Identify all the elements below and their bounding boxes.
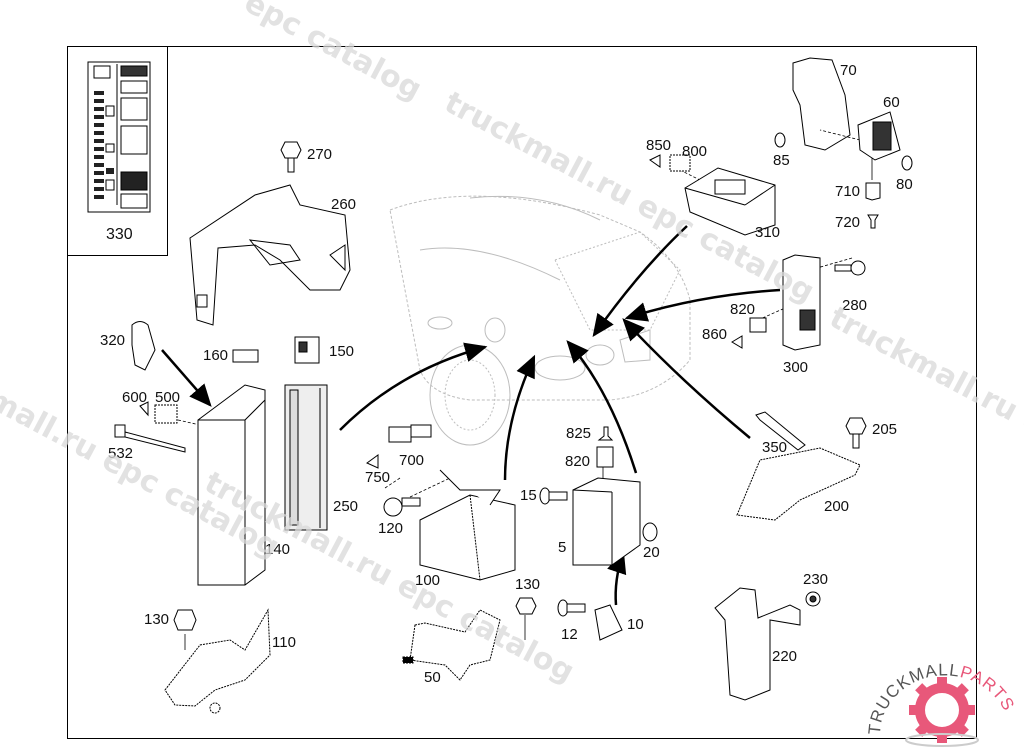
label-750: 750 bbox=[365, 469, 391, 486]
part-700-750-connector bbox=[366, 424, 432, 469]
part-250-strip bbox=[284, 384, 328, 531]
label-12: 12 bbox=[561, 626, 578, 643]
label-850: 850 bbox=[646, 137, 672, 154]
assembly-arrows bbox=[161, 225, 781, 606]
label-260: 260 bbox=[331, 196, 357, 213]
label-10: 10 bbox=[627, 616, 644, 633]
part-270-bolt bbox=[280, 141, 302, 173]
label-220: 220 bbox=[772, 648, 798, 665]
label-110: 110 bbox=[272, 634, 296, 651]
label-60: 60 bbox=[883, 94, 900, 111]
label-860: 860 bbox=[702, 326, 728, 343]
part-820-825-connector bbox=[596, 426, 614, 468]
label-sheet-330 bbox=[87, 61, 151, 213]
label-600: 600 bbox=[122, 389, 148, 406]
svg-text:TRUCKMALLPARTS: TRUCKMALLPARTS bbox=[865, 660, 1019, 735]
part-80-nut bbox=[901, 155, 913, 171]
part-800-850-connector bbox=[649, 154, 691, 172]
label-80: 80 bbox=[896, 176, 913, 193]
part-15-bolt bbox=[539, 487, 568, 505]
label-70: 70 bbox=[840, 62, 857, 79]
part-120-bolt bbox=[383, 497, 421, 517]
label-720: 720 bbox=[835, 214, 861, 231]
part-820-860-connector bbox=[731, 317, 767, 349]
label-330: 330 bbox=[106, 226, 133, 243]
label-350: 350 bbox=[762, 439, 788, 456]
part-350-bracket bbox=[755, 411, 806, 451]
part-200-bracket bbox=[736, 447, 861, 521]
label-820a: 820 bbox=[565, 453, 591, 470]
label-710: 710 bbox=[835, 183, 861, 200]
part-85-nut bbox=[774, 132, 786, 148]
label-100: 100 bbox=[415, 572, 441, 589]
part-110-bracket bbox=[164, 608, 271, 714]
part-20-nut bbox=[642, 522, 658, 542]
label-280: 280 bbox=[842, 297, 868, 314]
label-230: 230 bbox=[803, 571, 829, 588]
part-280-bolt bbox=[834, 260, 866, 276]
label-20: 20 bbox=[643, 544, 660, 561]
label-140: 140 bbox=[265, 541, 291, 558]
part-140-fuse-box bbox=[197, 384, 266, 586]
label-800: 800 bbox=[682, 143, 708, 160]
label-270: 270 bbox=[307, 146, 333, 163]
label-700: 700 bbox=[399, 452, 425, 469]
inset-frame-330 bbox=[67, 46, 168, 256]
part-205-bolt bbox=[845, 417, 867, 449]
label-300: 300 bbox=[783, 359, 809, 376]
part-160-fuse bbox=[232, 349, 259, 363]
label-825: 825 bbox=[566, 425, 592, 442]
part-310-control-unit bbox=[684, 167, 776, 236]
part-70-bracket bbox=[792, 57, 851, 151]
vehicle-outline bbox=[389, 195, 691, 446]
part-600-500-connector bbox=[139, 401, 178, 424]
part-220-bracket bbox=[714, 587, 801, 701]
label-130b: 130 bbox=[515, 576, 541, 593]
part-12-bolt bbox=[557, 599, 586, 617]
label-200: 200 bbox=[824, 498, 850, 515]
label-50: 50 bbox=[424, 669, 441, 686]
part-130-nut-left bbox=[173, 609, 197, 631]
label-120: 120 bbox=[378, 520, 404, 537]
part-10-clip bbox=[594, 604, 623, 641]
label-532: 532 bbox=[108, 445, 134, 462]
part-130-nut-center bbox=[515, 597, 537, 615]
part-5-module bbox=[572, 477, 641, 566]
diagram-frame bbox=[67, 46, 977, 739]
label-5: 5 bbox=[558, 539, 567, 556]
label-250: 250 bbox=[333, 498, 359, 515]
part-50-bracket bbox=[402, 609, 501, 681]
label-160: 160 bbox=[203, 347, 229, 364]
label-85: 85 bbox=[773, 152, 790, 169]
gear-logo-icon: TRUCKMALLPARTS bbox=[865, 660, 1019, 747]
part-260-bracket bbox=[189, 184, 351, 326]
truckmall-parts-logo: TRUCKMALLPARTS bbox=[860, 660, 1024, 750]
label-15: 15 bbox=[520, 487, 537, 504]
part-532-cable-tie bbox=[114, 424, 186, 453]
label-320: 320 bbox=[100, 332, 126, 349]
label-820b: 820 bbox=[730, 301, 756, 318]
label-500: 500 bbox=[155, 389, 181, 406]
label-310: 310 bbox=[755, 224, 781, 241]
part-60-control-unit bbox=[857, 111, 901, 161]
part-710-720-connector bbox=[865, 182, 881, 229]
part-230-nut bbox=[805, 591, 821, 607]
part-100-module bbox=[419, 469, 516, 581]
label-205: 205 bbox=[872, 421, 898, 438]
part-150-relay bbox=[294, 336, 320, 364]
label-130a: 130 bbox=[144, 611, 170, 628]
part-300-control-unit bbox=[782, 254, 821, 351]
part-320-cover bbox=[131, 321, 156, 371]
label-150: 150 bbox=[329, 343, 355, 360]
